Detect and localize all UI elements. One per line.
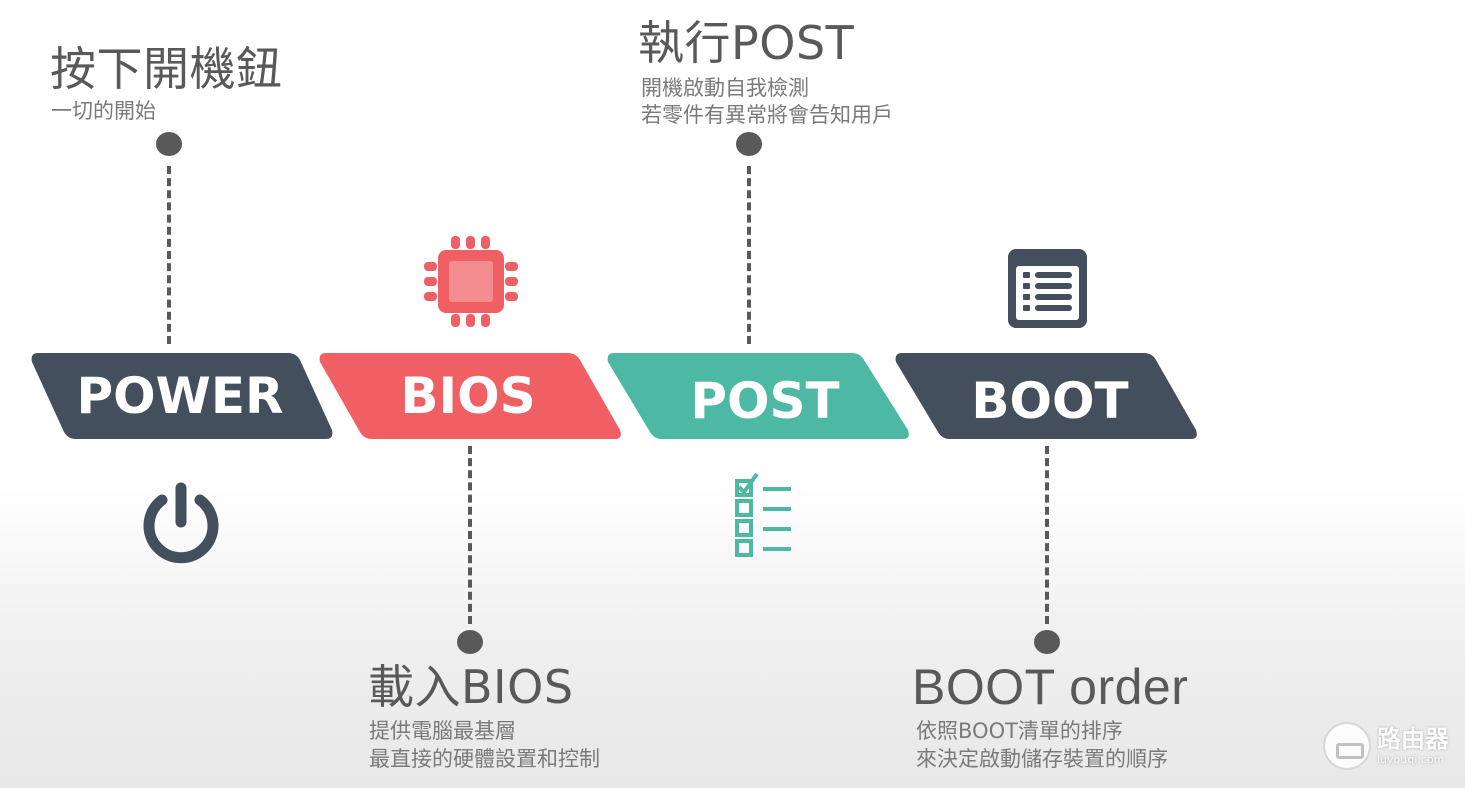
power-banner (31, 353, 333, 439)
post-banner (607, 353, 909, 439)
bios-banner (319, 353, 621, 439)
post-connector-dot (736, 132, 762, 156)
bios-desc-1: 提供電腦最基層 (369, 719, 516, 743)
watermark-site: luyouqi.com (1377, 753, 1445, 766)
post-connector-line (747, 166, 751, 344)
chip-icon (424, 236, 518, 327)
post-title: 執行POST (638, 16, 855, 70)
power-connector-line (167, 166, 171, 344)
power-label: POWER (76, 367, 284, 425)
boot-connector-dot (1034, 630, 1060, 654)
watermark-name: 路由器 (1377, 725, 1449, 753)
bios-title: 載入BIOS (368, 660, 574, 714)
watermark-text: 路由器 luyouqi.com (1377, 727, 1449, 765)
post-label: POST (690, 372, 840, 430)
boot-list-icon (1008, 249, 1087, 328)
boot-title: BOOT order (912, 659, 1189, 715)
boot-desc-1: 依照BOOT清單的排序 (916, 719, 1123, 743)
bios-connector-line (468, 446, 472, 624)
bios-label: BIOS (400, 367, 536, 425)
watermark: 路由器 luyouqi.com (1323, 722, 1449, 770)
power-desc-1: 一切的開始 (51, 99, 156, 123)
bios-desc-2: 最直接的硬體設置和控制 (369, 747, 600, 771)
boot-label: BOOT (971, 372, 1129, 430)
checklist-icon (735, 472, 791, 557)
boot-banner (895, 353, 1197, 439)
post-desc-2: 若零件有異常將會告知用戶 (641, 103, 893, 127)
power-icon (143, 482, 219, 564)
router-logo-icon (1323, 722, 1371, 770)
bios-connector-dot (457, 630, 483, 654)
boot-desc-2: 來決定啟動儲存裝置的順序 (916, 747, 1168, 771)
post-desc-1: 開機啟動自我檢測 (641, 76, 809, 100)
boot-connector-line (1045, 446, 1049, 624)
power-connector-dot (156, 132, 182, 156)
power-title: 按下開機鈕 (50, 42, 283, 96)
